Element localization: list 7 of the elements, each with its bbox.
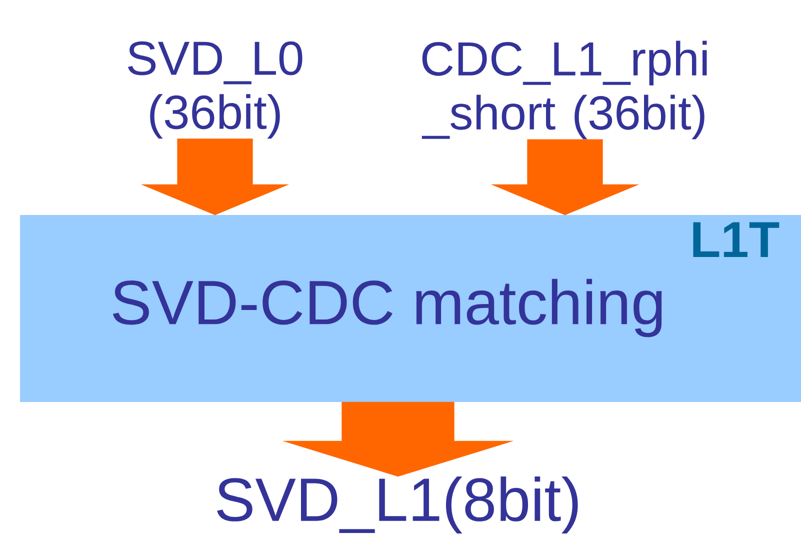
process-band: L1T SVD-CDC matching	[20, 215, 801, 402]
label-text: CDC_L1_rphi _short (36bit)	[422, 40, 707, 140]
label-text: SVD_L1(8bit)	[217, 476, 578, 534]
block-arrow	[490, 139, 640, 216]
block-arrow	[140, 138, 290, 216]
label-text: SVD_L0 (36bit)	[128, 41, 302, 139]
block-arrow	[282, 402, 514, 477]
